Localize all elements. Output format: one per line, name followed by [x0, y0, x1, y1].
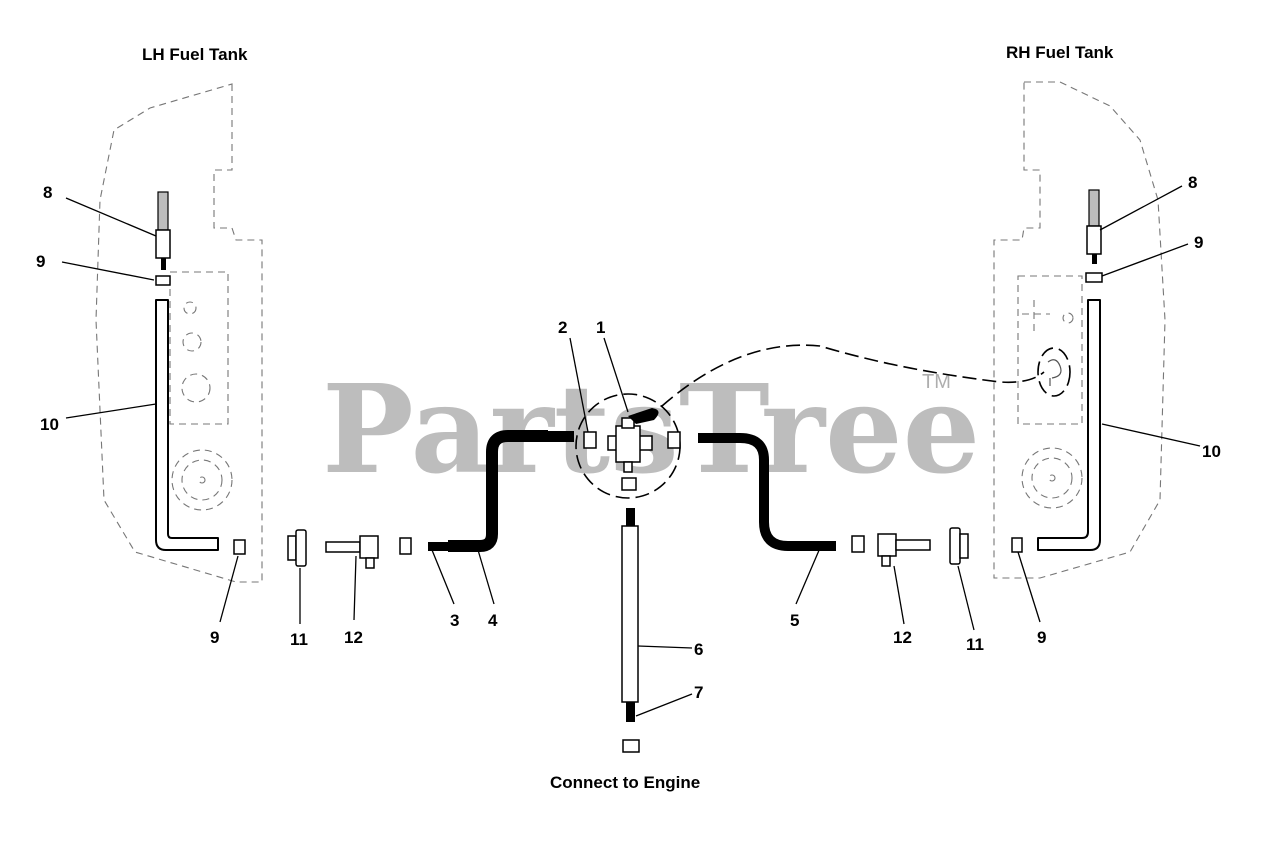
lh-hose-clamp-top [155, 275, 171, 286]
rh-fuel-tank-outline [993, 81, 1166, 579]
callout-10-right: 10 [1202, 442, 1221, 461]
callout-9-left-top: 9 [36, 252, 45, 271]
valve-location-leader [661, 344, 1045, 407]
lh-pickup-tube [155, 191, 171, 270]
rh-grommet [949, 527, 969, 565]
callout-12-left: 12 [344, 628, 363, 647]
fuel-hose-5 [698, 433, 836, 551]
watermark-text: PartsTree [322, 357, 980, 501]
lh-hose-clamp-bottom [233, 539, 246, 555]
fuel-hose-6 [621, 508, 639, 722]
callout-9-left-bottom: 9 [210, 628, 219, 647]
engine-hose-clamp [622, 739, 640, 753]
callout-11-left: 11 [290, 630, 308, 649]
callout-7: 7 [694, 683, 703, 702]
callout-4: 4 [488, 611, 498, 630]
watermark-tm: TM [922, 371, 951, 393]
rh-pickup-tube [1086, 189, 1102, 264]
rh-valve-mount-ellipse [1037, 347, 1071, 397]
rh-hose-clamp-5 [851, 535, 865, 553]
callout-9-right-bottom: 9 [1037, 628, 1046, 647]
valve-hose-clamp-bottom [621, 477, 637, 491]
callout-5: 5 [790, 611, 799, 630]
rh-fuel-hose-10 [1037, 299, 1101, 551]
rh-fuel-tank-title: RH Fuel Tank [1006, 43, 1114, 62]
rh-hose-clamp-top [1085, 272, 1103, 283]
callout-9-right-top: 9 [1194, 233, 1203, 252]
callout-2: 2 [558, 318, 567, 337]
lh-fuel-tank-outline [95, 83, 263, 583]
hose-clamp-3 [399, 537, 412, 555]
rh-elbow-fitting [877, 533, 931, 567]
lh-grommet [287, 529, 307, 567]
rh-valve-mount-symbol [1047, 359, 1062, 386]
callout-6: 6 [694, 640, 703, 659]
callout-10-left: 10 [40, 415, 59, 434]
callout-8-left: 8 [43, 183, 52, 202]
callout-11-right: 11 [966, 635, 984, 654]
connect-to-engine-title: Connect to Engine [550, 773, 700, 792]
valve-hose-clamp-2 [583, 431, 597, 449]
lh-fuel-hose-10 [155, 299, 219, 551]
callout-3: 3 [450, 611, 459, 630]
callout-1: 1 [596, 318, 605, 337]
lh-elbow-fitting [325, 535, 379, 569]
callout-12-right: 12 [893, 628, 912, 647]
valve-hose-clamp-right [667, 431, 681, 449]
shutoff-valve [607, 408, 659, 473]
fuel-hose-4 [428, 430, 574, 552]
leader-lines [61, 185, 1201, 717]
rh-hose-clamp-bottom [1011, 537, 1023, 553]
lh-fuel-tank-title: LH Fuel Tank [142, 45, 248, 64]
callout-8-right: 8 [1188, 173, 1197, 192]
